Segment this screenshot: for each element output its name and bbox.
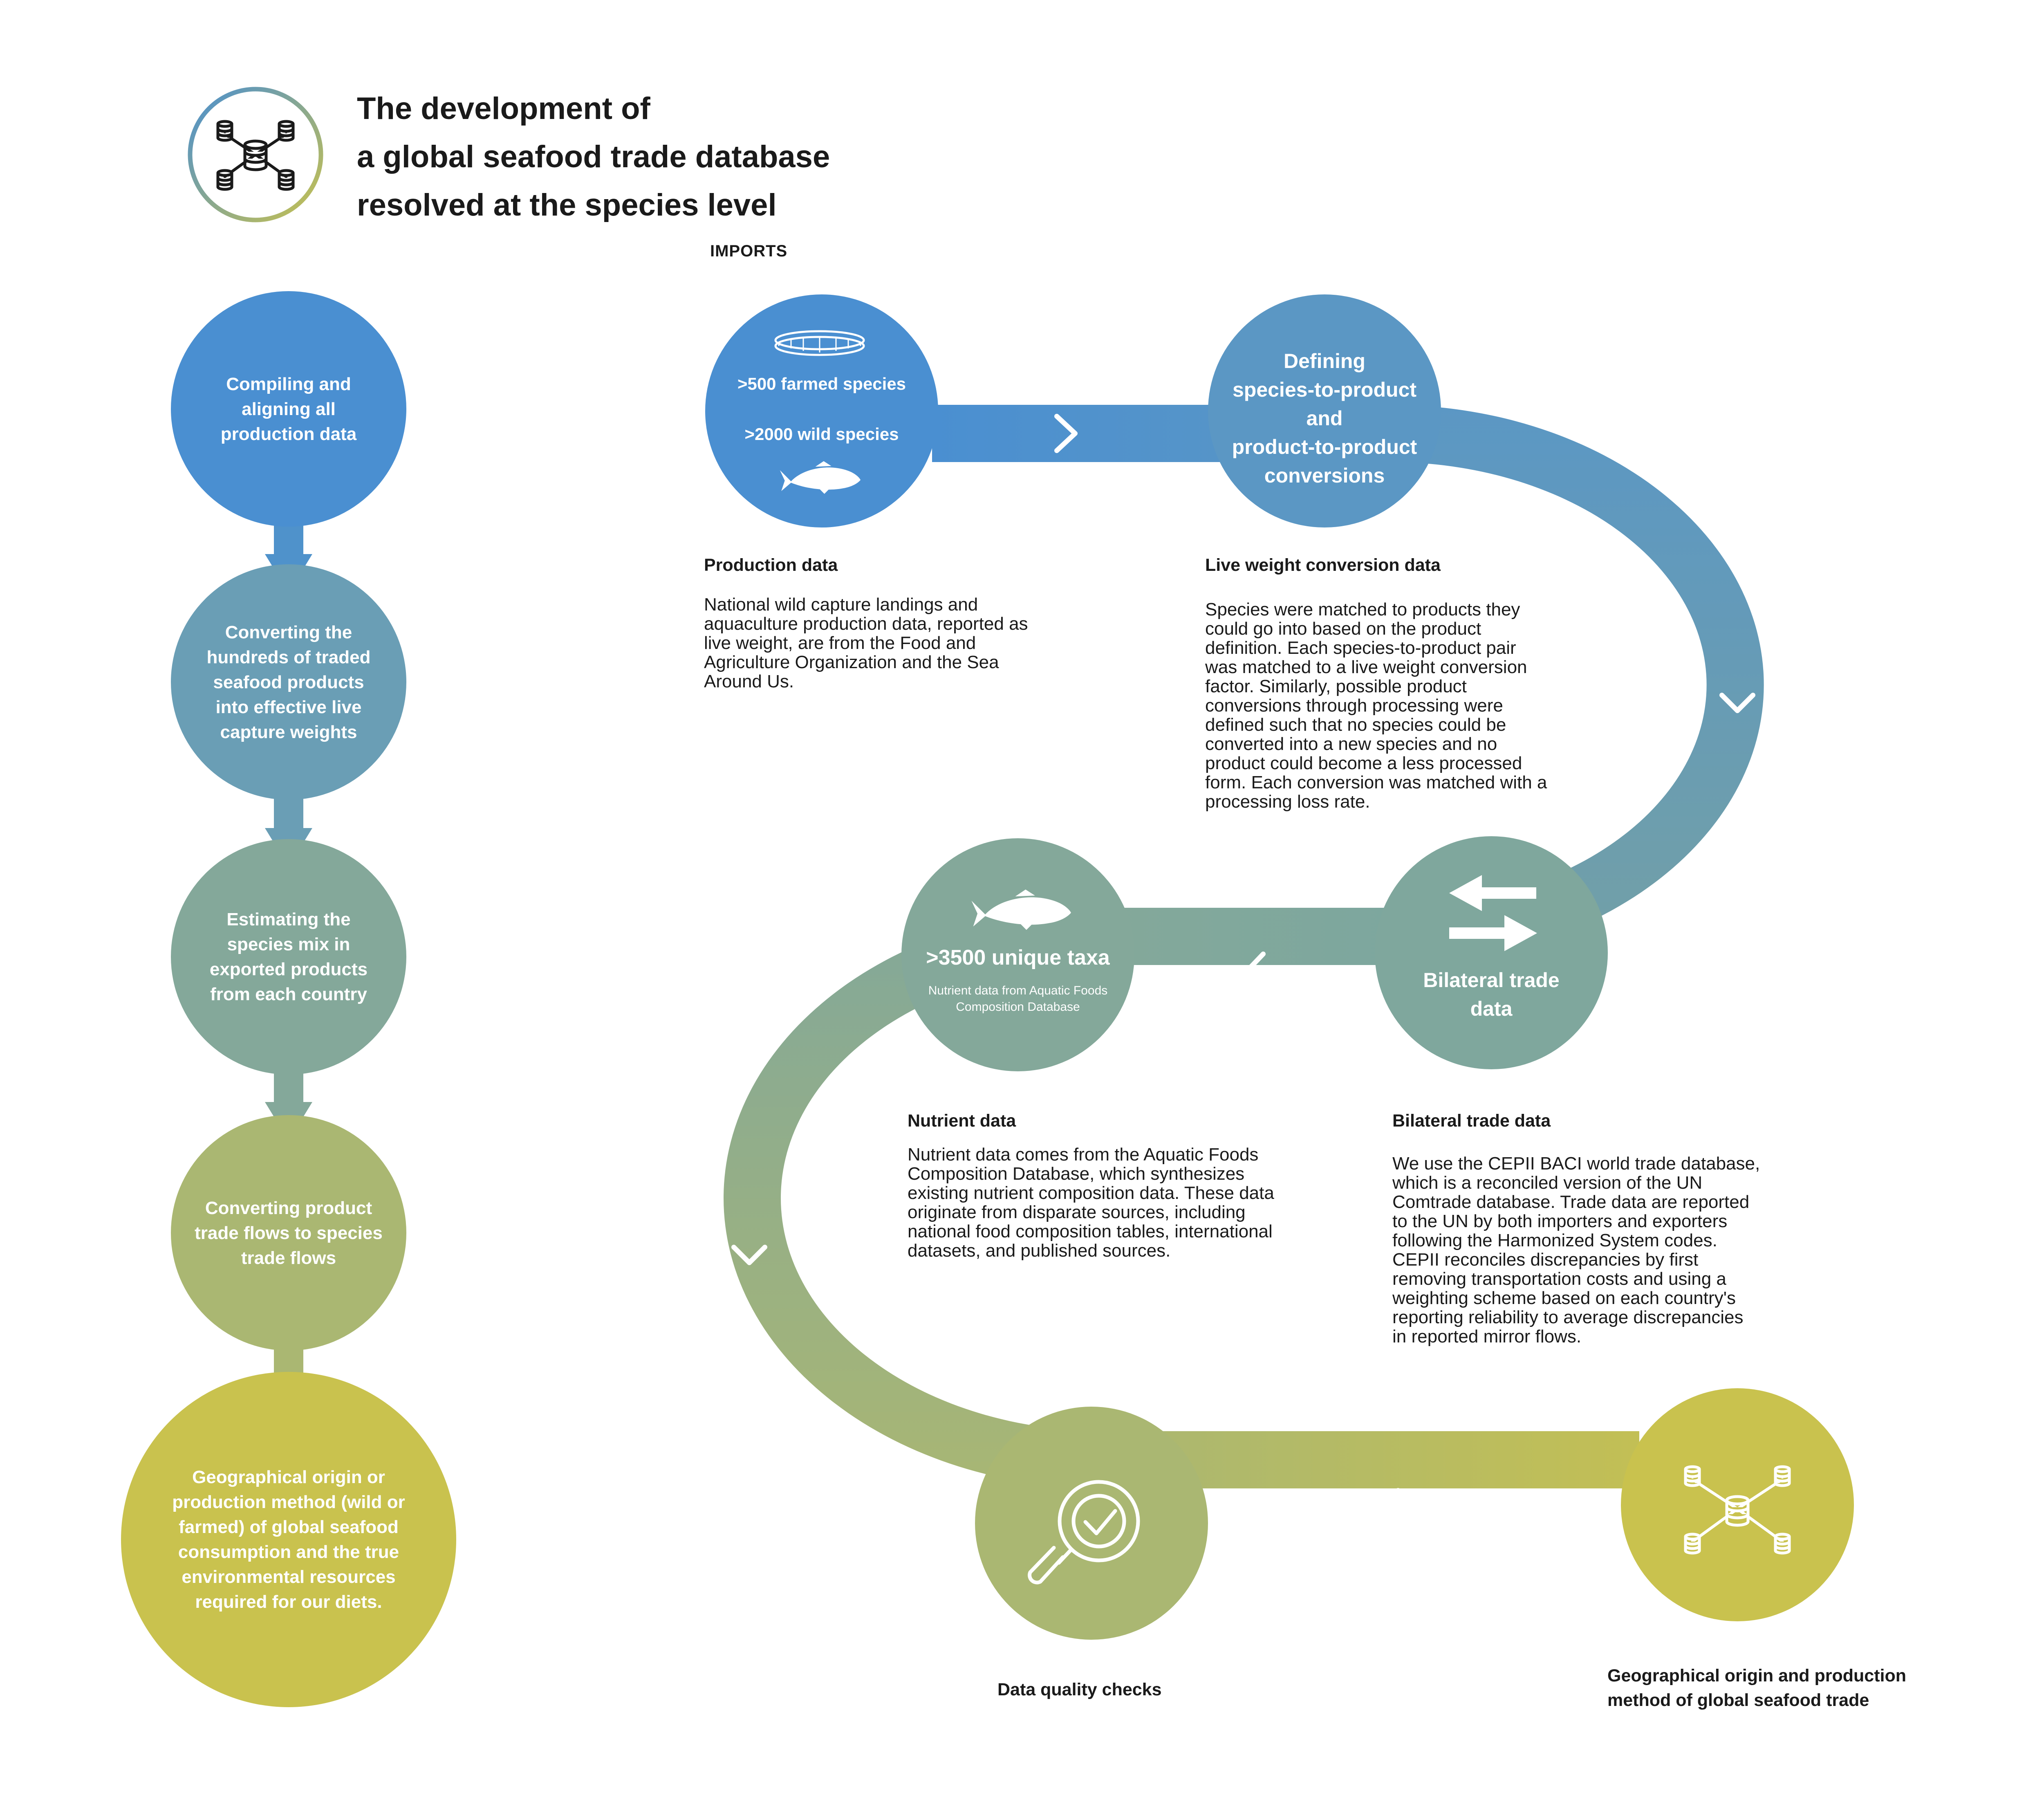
imports-label: IMPORTS [710, 242, 788, 260]
chevron-icon [731, 1245, 767, 1265]
trade-description: We use the CEPII BACI world trade databa… [1392, 1154, 1760, 1347]
unique-taxa-label: >3500 unique taxa [926, 946, 1110, 970]
nutrient-circle [901, 838, 1134, 1071]
trade-circle [1375, 836, 1608, 1069]
database-network-icon [1685, 1467, 1789, 1553]
chevron-icon [1244, 952, 1266, 991]
trade-heading: Bilateral trade data [1392, 1111, 1551, 1131]
chevron-icon [1054, 414, 1078, 453]
wild-species-label: >2000 wild species [744, 424, 899, 444]
chevron-icon [1719, 693, 1755, 713]
quality-caption: Data quality checks [997, 1680, 1162, 1699]
trade-circle-label: Bilateral trade data [1423, 969, 1560, 1020]
page-title-line-2: a global seafood trade database [357, 139, 830, 174]
left-step-3-circle [171, 839, 406, 1075]
left-step-5-circle [121, 1372, 456, 1707]
quality-circle [975, 1407, 1208, 1640]
fish-net-ring-icon [774, 330, 865, 356]
conversion-heading: Live weight conversion data [1205, 555, 1441, 575]
left-step-4-circle [171, 1115, 406, 1351]
page-title-line-1: The development of [357, 91, 650, 126]
production-heading: Production data [704, 555, 838, 575]
swap-arrows-icon [1449, 875, 1537, 951]
nutrient-description: Nutrient data comes from the Aquatic Foo… [908, 1145, 1274, 1261]
page-title-line-3: resolved at the species level [357, 188, 777, 222]
conversion-circle [1208, 294, 1441, 527]
left-step-2-circle [171, 564, 406, 800]
left-step-1-circle [171, 291, 406, 527]
production-circle [705, 294, 938, 527]
header-logo [188, 87, 323, 222]
farmed-species-label: >500 farmed species [737, 374, 906, 393]
chevron-icon [1396, 1488, 1417, 1527]
nutrient-heading: Nutrient data [908, 1111, 1016, 1131]
magnifier-check-icon [1028, 1480, 1140, 1585]
database-network-icon [218, 121, 293, 189]
conversion-circle-label: Defining species-to-product and product-… [1232, 350, 1417, 487]
nutrient-source-note: Nutrient data from Aquatic Foods Composi… [928, 984, 1108, 1014]
final-caption: Geographical origin and production metho… [1607, 1666, 1907, 1710]
